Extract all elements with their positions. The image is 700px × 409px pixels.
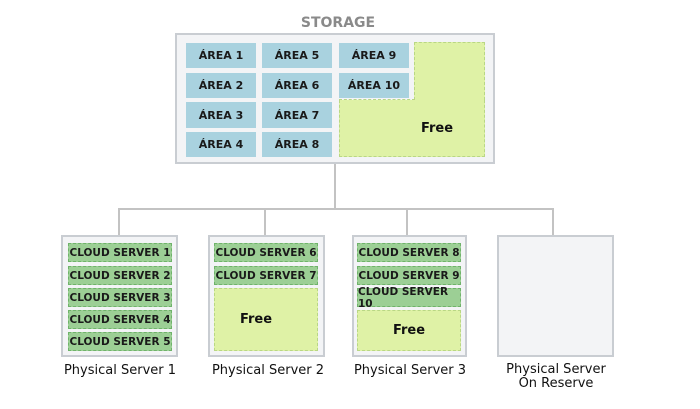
cloud-server-7: CLOUD SERVER 7 xyxy=(214,266,318,285)
storage-free-region: Free xyxy=(339,100,485,157)
connector-server-1 xyxy=(118,208,120,235)
storage-area-5: ÁREA 5 xyxy=(262,43,332,68)
storage-area-2: ÁREA 2 xyxy=(186,73,256,98)
connector-trunk xyxy=(334,164,336,209)
storage-free-notch xyxy=(339,99,415,100)
connector-server-2 xyxy=(264,208,266,235)
cloud-server-5: CLOUD SERVER 5 xyxy=(68,332,172,351)
physical-server-2-label: Physical Server 2 xyxy=(211,363,325,378)
physical-server-1-label: Physical Server 1 xyxy=(63,363,177,378)
physical-server-3-free: Free xyxy=(357,310,461,351)
storage-area-7: ÁREA 7 xyxy=(262,102,332,128)
physical-server-2-free: Free xyxy=(214,288,318,351)
cloud-server-3: CLOUD SERVER 3 xyxy=(68,288,172,307)
storage-area-10: ÁREA 10 xyxy=(339,73,409,98)
cloud-server-8: CLOUD SERVER 8 xyxy=(357,243,461,262)
cloud-server-10: CLOUD SERVER 10 xyxy=(357,286,461,310)
storage-area-9: ÁREA 9 xyxy=(339,43,409,68)
physical-server-reserve-label-line1: Physical Server xyxy=(506,362,606,377)
cloud-server-4: CLOUD SERVER 4 xyxy=(68,310,172,329)
connector-server-3 xyxy=(406,208,408,235)
physical-server-3-label: Physical Server 3 xyxy=(353,363,467,378)
connector-server-reserve xyxy=(552,208,554,235)
cloud-server-9: CLOUD SERVER 9 xyxy=(357,266,461,285)
cloud-server-1: CLOUD SERVER 1 xyxy=(68,243,172,262)
cloud-server-6: CLOUD SERVER 6 xyxy=(214,243,318,262)
physical-server-reserve-label-line2: On Reserve xyxy=(518,376,594,391)
storage-area-8: ÁREA 8 xyxy=(262,132,332,157)
physical-server-reserve xyxy=(497,235,614,357)
storage-area-6: ÁREA 6 xyxy=(262,73,332,98)
storage-area-4: ÁREA 4 xyxy=(186,132,256,157)
storage-area-1: ÁREA 1 xyxy=(186,43,256,68)
storage-free-region-top xyxy=(414,42,485,100)
cloud-server-2: CLOUD SERVER 2 xyxy=(68,266,172,285)
storage-area-3: ÁREA 3 xyxy=(186,102,256,128)
connector-bus xyxy=(118,208,554,210)
storage-title: STORAGE xyxy=(300,15,376,31)
